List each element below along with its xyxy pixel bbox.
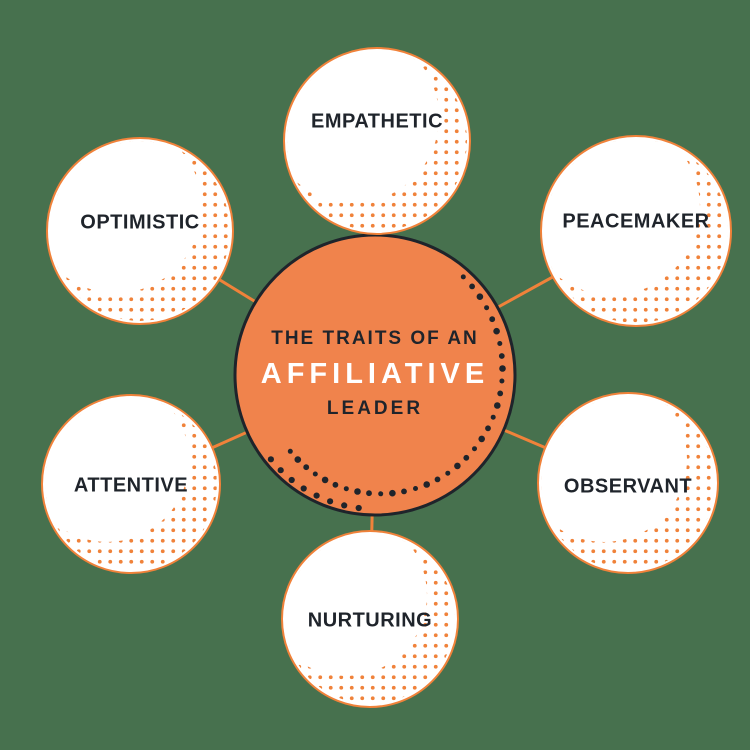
trait-circle-observant <box>537 392 719 574</box>
dotted-arc-dot <box>434 476 441 483</box>
dotted-arc-dot <box>485 425 491 432</box>
center-title: THE TRAITS OF AN AFFILIATIVE LEADER <box>261 328 489 420</box>
dotted-arc-dot <box>303 464 310 471</box>
dotted-arc-dot <box>463 454 470 461</box>
dotted-arc-dot <box>321 476 329 484</box>
dotted-arc-dot <box>497 390 504 397</box>
dotted-arc-dot <box>343 486 349 492</box>
dotted-arc-dot <box>327 498 334 505</box>
dotted-arc-dot <box>355 504 362 512</box>
dotted-arc-dot <box>341 502 348 509</box>
dotted-arc-dot <box>294 456 302 463</box>
central-circle <box>233 233 517 517</box>
trait-label-attentive: ATTENTIVE <box>73 474 189 497</box>
dotted-arc-dot <box>499 378 505 384</box>
dotted-arc-dot <box>490 414 496 420</box>
dotted-arc-dot <box>494 402 501 409</box>
dotted-arc-dot <box>287 448 293 454</box>
dotted-arc-dot <box>366 490 372 497</box>
trait-label-optimistic: OPTIMISTIC <box>80 211 200 234</box>
dotted-arc-dot <box>499 365 506 372</box>
dotted-arc-dot <box>267 456 274 463</box>
trait-label-peacemaker: PEACEMAKER <box>562 210 710 233</box>
dotted-arc-dot <box>460 274 466 280</box>
title-line-top: THE TRAITS OF AN <box>271 328 479 349</box>
dotted-arc-dot <box>277 467 284 474</box>
dotted-arc-dot <box>378 491 384 497</box>
dotted-arc-dot <box>313 492 320 499</box>
title-line-main: AFFILIATIVE <box>260 358 490 390</box>
dotted-arc-dot <box>484 305 490 311</box>
dotted-arc-dot <box>300 485 307 492</box>
dotted-arc-dot <box>489 316 496 323</box>
dotted-arc-dot <box>497 341 503 346</box>
dotted-arc-dot <box>445 470 451 476</box>
dotted-arc-dot <box>413 486 418 491</box>
dotted-arc-dot <box>401 488 407 495</box>
dotted-arc-dot <box>423 481 431 488</box>
dotted-arc-dot <box>312 471 318 477</box>
dotted-arc-dot <box>332 481 339 488</box>
dotted-arc-dot <box>478 435 486 443</box>
dotted-arc-dot <box>498 353 505 359</box>
halftone-crescent <box>541 396 715 570</box>
dotted-arc-dot <box>493 327 500 335</box>
dotted-arc-dot <box>472 446 477 452</box>
dotted-arc-dot <box>389 489 396 497</box>
title-line-bottom: LEADER <box>326 398 424 419</box>
dotted-arc-dot <box>288 476 295 484</box>
dotted-arc-dot <box>469 283 475 290</box>
trait-label-empathetic: EMPATHETIC <box>310 110 444 133</box>
dotted-arc-dot <box>454 462 461 470</box>
trait-label-observant: OBSERVANT <box>563 475 693 498</box>
central-dotted-arcs <box>267 274 506 512</box>
dotted-arc-dot <box>354 488 361 495</box>
dotted-arc-dot <box>476 293 484 301</box>
trait-label-nurturing: NURTURING <box>307 609 433 632</box>
